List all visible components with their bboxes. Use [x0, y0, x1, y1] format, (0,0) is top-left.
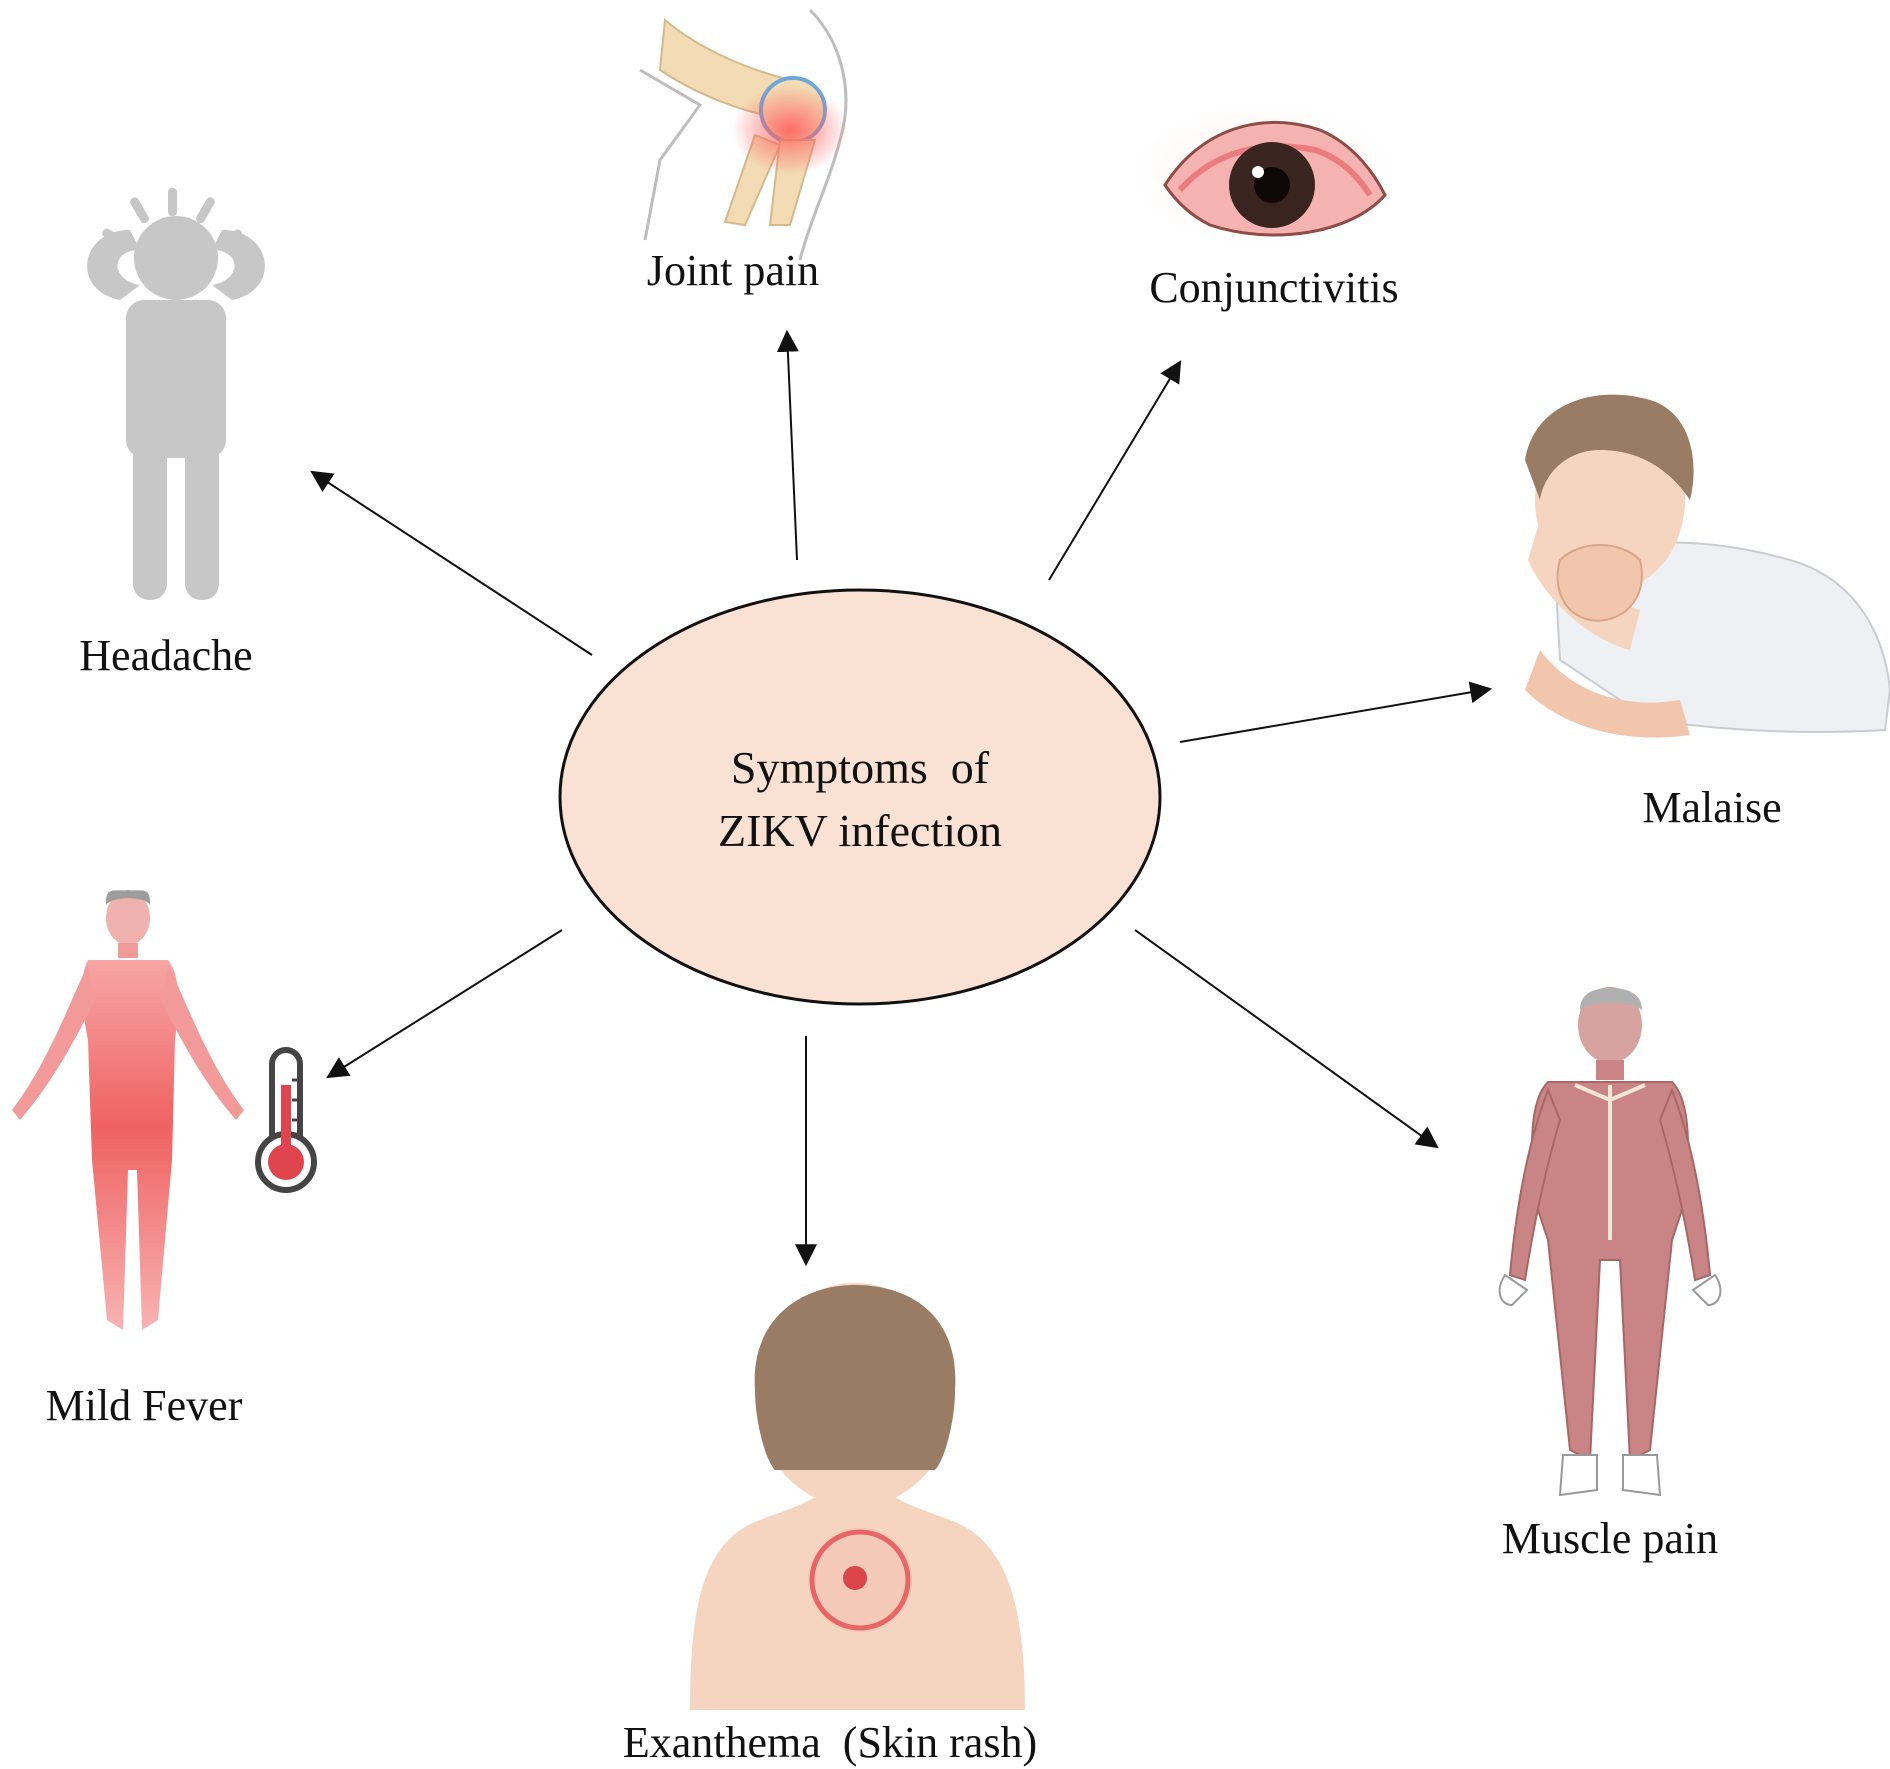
center-ellipse [558, 588, 1162, 1006]
arrow-to-mild-fever [326, 929, 563, 1079]
center-title-line1: Symptoms of [731, 742, 990, 793]
skin-rash-back-icon [690, 1283, 1025, 1710]
arrows [310, 329, 1493, 1267]
malaise-person-icon [1525, 394, 1890, 738]
fever-body-icon [12, 890, 244, 1330]
label-mild-fever: Mild Fever [46, 1381, 243, 1430]
arrow-to-malaise [1179, 681, 1493, 743]
label-exanthema: Exanthema (Skin rash) [623, 1718, 1037, 1767]
label-conjunctivitis: Conjunctivitis [1149, 263, 1398, 312]
arrow-to-joint-pain [776, 329, 799, 561]
label-headache: Headache [79, 631, 252, 680]
muscle-body-icon [1498, 987, 1722, 1497]
red-eye-icon [1135, 103, 1395, 247]
arrow-to-headache [310, 470, 593, 656]
arrow-to-conjunctivitis [1048, 360, 1182, 581]
label-malaise: Malaise [1642, 783, 1781, 832]
knee-joint-icon [639, 8, 848, 261]
thermometer-icon [255, 1047, 317, 1193]
label-joint-pain: Joint pain [647, 246, 819, 295]
center-title-line2: ZIKV infection [718, 805, 1002, 856]
headache-figure-icon [87, 188, 265, 600]
label-muscle-pain: Muscle pain [1502, 1514, 1718, 1563]
center-node: Symptoms of ZIKV infection [558, 588, 1162, 1006]
arrow-to-muscle-pain [1134, 929, 1439, 1149]
